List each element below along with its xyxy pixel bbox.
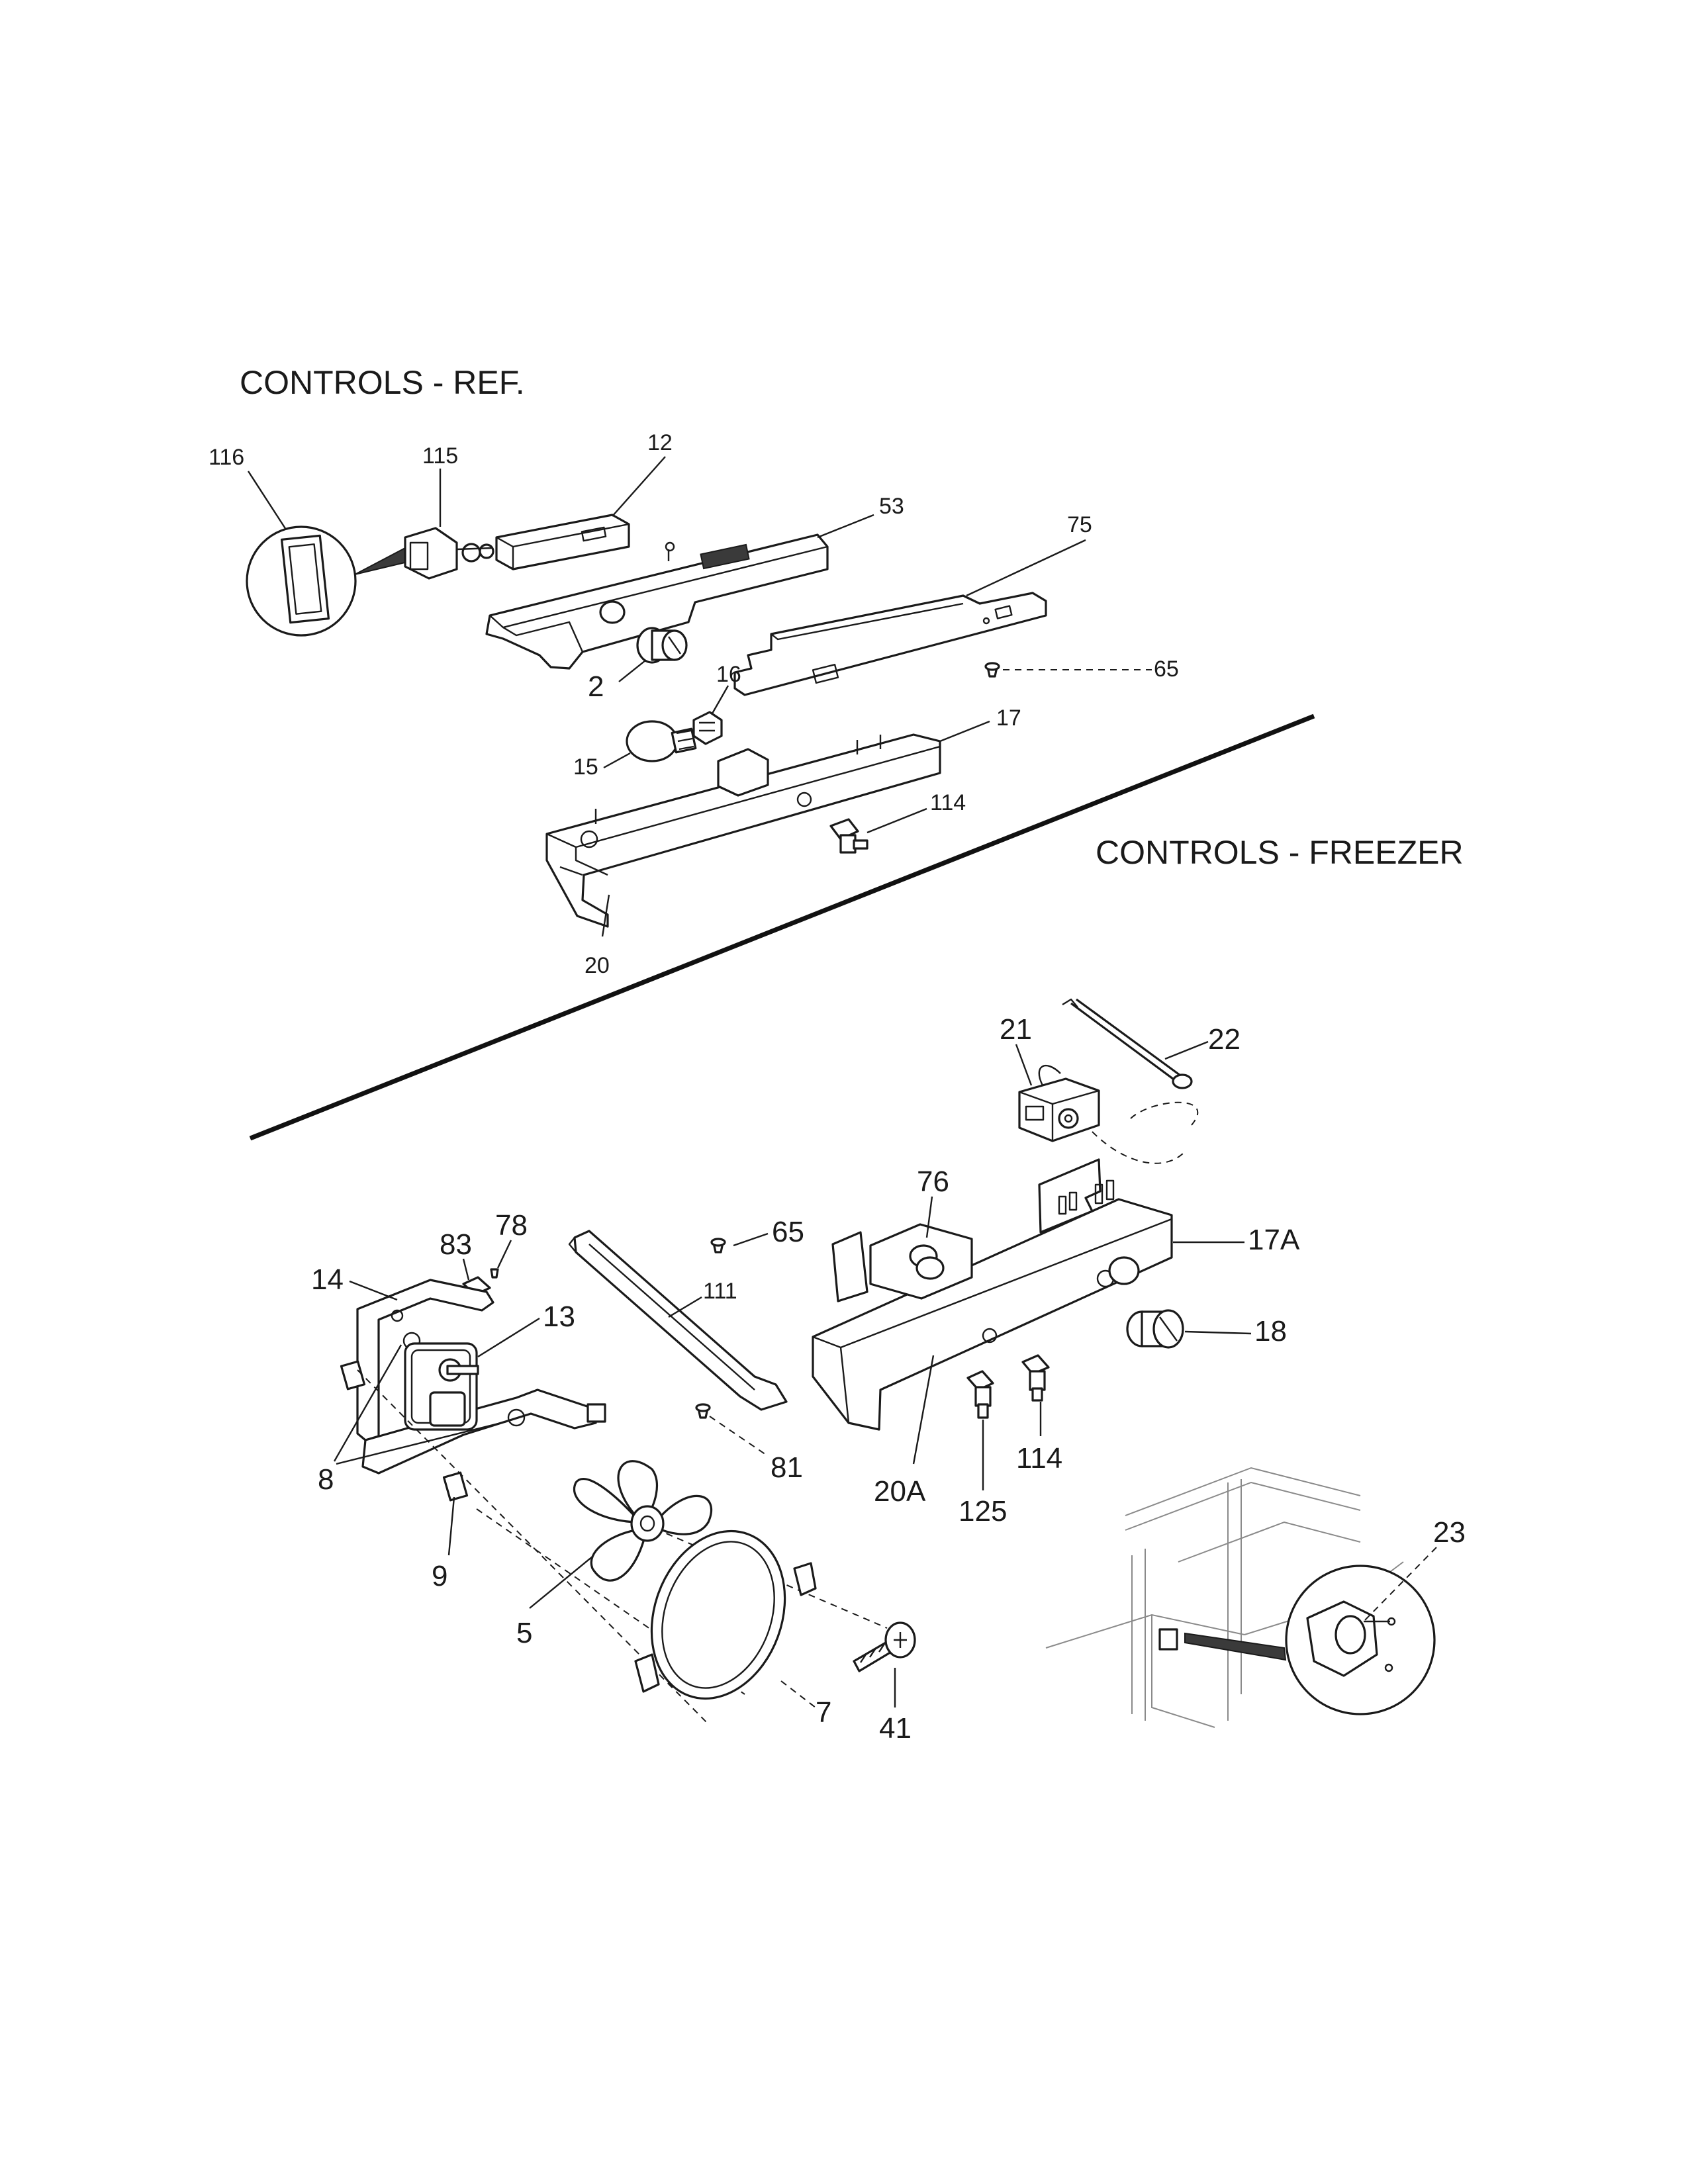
leader-15 xyxy=(603,752,631,769)
part-18-knob xyxy=(1126,1309,1184,1349)
leader-23 xyxy=(1363,1547,1437,1622)
part-53-control-housing xyxy=(485,533,829,670)
part-115-bracket xyxy=(404,527,494,580)
leader-5 xyxy=(529,1556,593,1609)
label-83: 83 xyxy=(440,1228,472,1261)
leader-8-b xyxy=(336,1420,507,1465)
leader-18 xyxy=(1184,1330,1252,1335)
label-18: 18 xyxy=(1254,1315,1287,1347)
label-114-freezer: 114 xyxy=(1016,1442,1062,1475)
leader-20 xyxy=(601,894,610,937)
part-65-screw-freezer xyxy=(710,1238,726,1253)
leader-9 xyxy=(447,1496,455,1556)
leader-17 xyxy=(939,720,990,743)
leader-116 xyxy=(247,471,287,530)
part-21-thermostat xyxy=(1018,1077,1100,1142)
label-23: 23 xyxy=(1433,1516,1466,1549)
part-16-socket xyxy=(692,711,723,745)
screw-icon xyxy=(490,1268,499,1279)
leader-83 xyxy=(462,1258,470,1281)
part-17A-control-box xyxy=(812,1158,1173,1431)
leader-2 xyxy=(618,660,646,682)
label-17: 17 xyxy=(996,705,1021,731)
label-17A: 17A xyxy=(1248,1224,1300,1256)
section-divider-line xyxy=(249,713,1315,1141)
label-16: 16 xyxy=(716,662,741,687)
label-65-freezer: 65 xyxy=(772,1216,804,1248)
section-title-freezer: CONTROLS - FREEZER xyxy=(1096,834,1464,871)
label-20: 20 xyxy=(585,953,610,978)
part-116-seal-detail xyxy=(246,525,412,637)
label-12: 12 xyxy=(647,430,673,455)
part-65-screw-ref xyxy=(984,662,1000,678)
part-14-motor-bracket xyxy=(340,1279,606,1502)
label-75: 75 xyxy=(1067,512,1092,537)
part-41-screw xyxy=(853,1621,916,1672)
leader-81 xyxy=(709,1416,769,1457)
leader-22 xyxy=(1164,1040,1209,1060)
section-title-ref: CONTROLS - REF. xyxy=(240,364,525,401)
leader-7 xyxy=(780,1680,816,1708)
part-125-switch xyxy=(966,1370,994,1419)
label-111: 111 xyxy=(703,1279,737,1304)
part-15-bulb xyxy=(626,720,697,762)
thermostat-icon xyxy=(1018,1077,1100,1142)
label-81: 81 xyxy=(771,1451,803,1484)
label-41: 41 xyxy=(879,1712,912,1745)
label-8: 8 xyxy=(318,1463,334,1496)
leader-21 xyxy=(1015,1044,1033,1086)
label-125: 125 xyxy=(959,1495,1007,1527)
leader-12 xyxy=(612,456,666,517)
part-23-cabinet-switch xyxy=(1045,1467,1436,1728)
part-114-switch-freezer xyxy=(1021,1354,1050,1402)
label-21: 21 xyxy=(1000,1013,1032,1046)
part-75-panel xyxy=(733,592,1047,696)
part-111-strap xyxy=(568,1230,788,1411)
label-2: 2 xyxy=(588,670,604,703)
leader-8-a xyxy=(333,1344,402,1462)
leader-75 xyxy=(966,539,1086,597)
label-15: 15 xyxy=(573,754,598,780)
label-65-ref: 65 xyxy=(1154,657,1179,682)
leader-65-freezer xyxy=(733,1232,769,1247)
label-14: 14 xyxy=(311,1263,344,1296)
fan-blade-icon xyxy=(617,1460,658,1520)
label-76: 76 xyxy=(917,1165,949,1198)
leader-53 xyxy=(817,514,874,539)
label-20A: 20A xyxy=(874,1475,926,1508)
part-22-capillary xyxy=(1038,998,1199,1164)
leader-16 xyxy=(711,685,729,714)
part-13-motor xyxy=(404,1342,479,1431)
part-2-knob xyxy=(636,627,688,664)
label-78: 78 xyxy=(495,1209,528,1242)
label-9: 9 xyxy=(432,1560,447,1592)
leader-14 xyxy=(349,1280,398,1301)
leader-20A xyxy=(912,1355,935,1465)
leader-111 xyxy=(668,1296,702,1318)
part-114-switch-ref xyxy=(829,818,868,854)
part-81-screw xyxy=(695,1403,711,1419)
label-53: 53 xyxy=(879,494,904,519)
label-114-ref: 114 xyxy=(930,790,966,815)
leader-78 xyxy=(496,1240,512,1269)
label-115: 115 xyxy=(422,443,458,469)
leader-114-ref xyxy=(867,807,927,834)
label-5: 5 xyxy=(516,1617,532,1649)
leader-76 xyxy=(925,1196,933,1238)
leader-13 xyxy=(477,1317,540,1358)
part-5-fan-blade xyxy=(573,1460,713,1582)
part-7-fan-shroud xyxy=(634,1529,817,1700)
part-78-screw xyxy=(490,1268,499,1279)
label-13: 13 xyxy=(543,1300,575,1333)
part-17-control-box xyxy=(545,733,941,928)
light-bulb-icon xyxy=(626,720,679,762)
label-22: 22 xyxy=(1208,1023,1241,1056)
label-7: 7 xyxy=(816,1696,831,1729)
part-12-cover xyxy=(495,514,630,570)
label-116: 116 xyxy=(209,445,244,470)
